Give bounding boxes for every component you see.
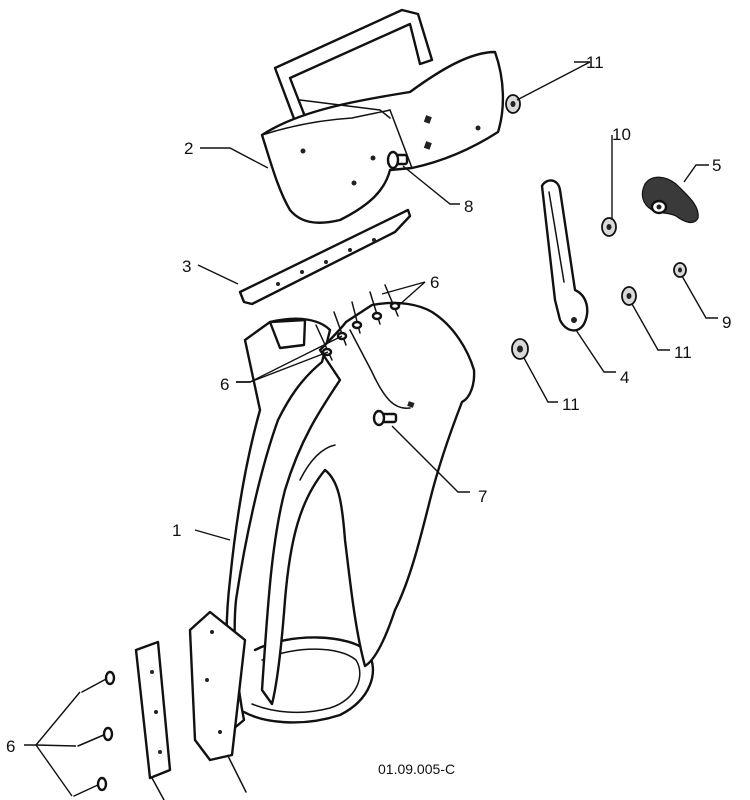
callout-9: 9 bbox=[722, 313, 731, 332]
part-1-discharge-chute bbox=[225, 301, 476, 732]
part-2-deflector-hood bbox=[260, 8, 505, 224]
callout-1: 1 bbox=[172, 521, 181, 540]
part-3-deflector-plate bbox=[238, 208, 412, 306]
callout-4: 4 bbox=[620, 368, 629, 387]
leader-lines bbox=[24, 61, 718, 797]
part-8-carriage-bolt bbox=[386, 150, 409, 170]
callout-5: 5 bbox=[712, 156, 721, 175]
part-10-washer bbox=[601, 217, 617, 237]
callout-11-middle: 11 bbox=[674, 343, 692, 362]
lower-mounting-strip bbox=[134, 640, 172, 780]
callout-10: 10 bbox=[612, 125, 631, 144]
callout-labels: 1 2 3 4 5 6 6 6 7 8 9 10 11 11 11 01.09.… bbox=[6, 53, 731, 777]
callout-6-upper-left: 6 bbox=[220, 375, 229, 394]
callout-8: 8 bbox=[464, 197, 473, 216]
callout-11-top: 11 bbox=[586, 53, 604, 72]
callout-6-upper-right: 6 bbox=[430, 273, 439, 292]
lower-mounting-plate bbox=[151, 610, 247, 800]
callout-2: 2 bbox=[184, 139, 193, 158]
part-11-washer-top bbox=[505, 94, 521, 114]
part-7-carriage-bolt bbox=[372, 409, 398, 427]
part-4-adjustment-bracket bbox=[540, 179, 589, 332]
part-6-rivets-lower bbox=[73, 670, 116, 797]
part-5-wing-knob bbox=[641, 176, 699, 224]
callout-3: 3 bbox=[182, 257, 191, 276]
callout-7: 7 bbox=[478, 487, 487, 506]
callout-6-lower-left: 6 bbox=[6, 737, 15, 756]
callout-11-lower: 11 bbox=[562, 395, 580, 414]
part-6-rivets-top bbox=[315, 284, 401, 361]
drawing-reference-code: 01.09.005-C bbox=[378, 761, 455, 777]
part-11-washer-lower bbox=[511, 338, 529, 360]
part-9-nut bbox=[673, 262, 687, 278]
part-11-washer-middle bbox=[621, 286, 637, 306]
